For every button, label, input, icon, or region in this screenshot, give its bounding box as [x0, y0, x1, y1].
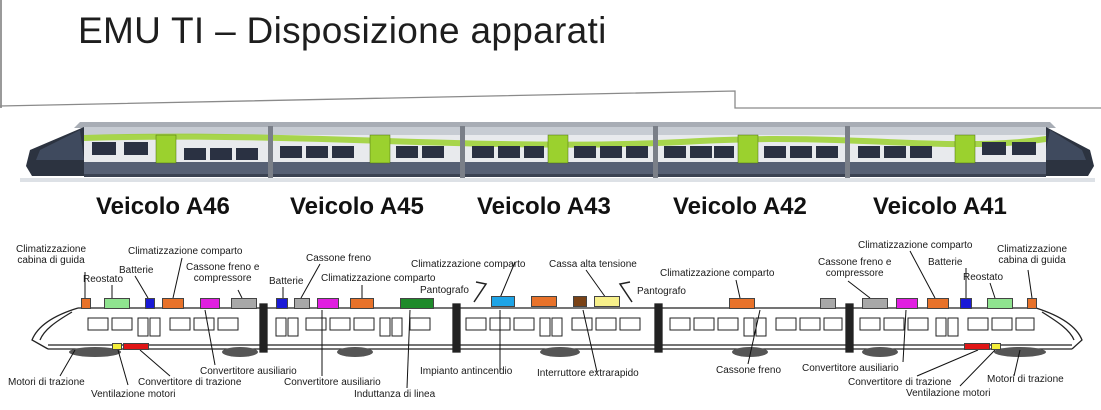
- equip-impianto-antincendio: [491, 296, 515, 307]
- vehicle-label-a41: Veicolo A41: [873, 193, 1007, 220]
- label-cassa-alta-tensione: Cassa alta tensione: [549, 259, 637, 270]
- label-cassone-freno-comp-right: Cassone freno e compressore: [818, 257, 892, 279]
- label-clim-cabina-right: Climatizzazione cabina di guida: [997, 244, 1068, 266]
- equip-cassone-freno-3: [820, 298, 836, 309]
- leader-lines: [59, 250, 1033, 389]
- label-batterie-left: Batterie: [119, 265, 154, 276]
- slide-left-edge: [0, 0, 2, 108]
- vehicle-label-a45: Veicolo A45: [290, 193, 424, 220]
- equip-clim-comparto-3: [531, 296, 557, 307]
- label-ventilazione-motori-left: Ventilazione motori: [91, 389, 176, 400]
- label-convertitore-trazione-right: Convertitore di trazione: [848, 377, 952, 388]
- equip-clim-comparto-1: [162, 298, 184, 309]
- label-convertitore-ausiliario-1: Convertitore ausiliario: [200, 366, 297, 377]
- equip-batterie-left: [145, 298, 155, 309]
- label-ventilazione-motori-right: Ventilazione motori: [906, 388, 991, 399]
- equip-clim-comparto-5: [927, 298, 949, 309]
- label-clim-comparto-3: Climatizzazione comparto: [411, 259, 526, 270]
- label-induttanza-linea: Induttanza di linea: [354, 389, 436, 400]
- slide-title: EMU TI – Disposizione apparati: [78, 10, 607, 51]
- label-convertitore-trazione-left: Convertitore di trazione: [138, 377, 242, 388]
- equip-reostato-right: [987, 298, 1013, 309]
- equip-conv-ausiliario-r: [896, 298, 918, 309]
- equip-conv-trazione-right: [964, 343, 990, 350]
- equip-batterie-right: [960, 298, 972, 309]
- label-motori-trazione-left: Motori di trazione: [8, 377, 85, 388]
- equip-induttanza-linea: [400, 298, 434, 309]
- equip-conv-ausiliario-2: [317, 298, 339, 309]
- equip-cassa-alta-tensione: [594, 296, 620, 307]
- label-reostato-right: Reostato: [963, 272, 1004, 283]
- equip-clim-comparto-4: [729, 298, 755, 309]
- label-impianto-antincendio: Impianto antincendio: [420, 366, 513, 377]
- equip-cassone-freno-comp-left: [231, 298, 257, 309]
- vehicle-label-a46: Veicolo A46: [96, 193, 230, 220]
- equip-interruttore-extrarapido: [573, 296, 587, 307]
- label-motori-trazione-right: Motori di trazione: [987, 374, 1064, 385]
- vehicle-label-a43: Veicolo A43: [477, 193, 611, 220]
- label-clim-comparto-5: Climatizzazione comparto: [858, 240, 973, 251]
- label-batterie-right: Batterie: [928, 257, 963, 268]
- label-clim-comparto-1: Climatizzazione comparto: [128, 246, 243, 257]
- equip-clim-cabina-right: [1027, 298, 1037, 309]
- equip-clim-comparto-2: [350, 298, 374, 309]
- equip-ventilazione-left: [112, 343, 122, 350]
- equip-cassone-freno-2: [294, 298, 310, 309]
- label-clim-cabina-left: Climatizzazione cabina di guida: [16, 244, 87, 266]
- label-convertitore-ausiliario-2: Convertitore ausiliario: [284, 377, 381, 388]
- label-clim-comparto-4: Climatizzazione comparto: [660, 268, 775, 279]
- label-clim-comparto-2: Climatizzazione comparto: [321, 273, 436, 284]
- equip-ventilazione-right: [991, 343, 1001, 350]
- vehicle-label-a42: Veicolo A42: [673, 193, 807, 220]
- train-exterior-view: [20, 122, 1095, 182]
- header-rule: [0, 90, 1101, 109]
- equip-batterie-2: [276, 298, 288, 309]
- equip-clim-cabina-left: [81, 298, 91, 309]
- equip-cassone-freno-comp-right: [862, 298, 888, 309]
- label-pantografo-right: Pantografo: [637, 286, 686, 297]
- equip-conv-trazione-left: [123, 343, 149, 350]
- label-convertitore-ausiliario-r: Convertitore ausiliario: [802, 363, 899, 374]
- label-cassone-freno-comp-left: Cassone freno e compressore: [186, 262, 260, 284]
- schematic-windows: [87, 317, 1035, 337]
- label-cassone-freno-2: Cassone freno: [306, 253, 372, 264]
- equip-reostato-left: [104, 298, 130, 309]
- label-batterie-2: Batterie: [269, 276, 304, 287]
- label-pantografo-left: Pantografo: [420, 285, 469, 296]
- label-interruttore-extrarapido: Interruttore extrarapido: [537, 368, 639, 379]
- label-cassone-freno-3: Cassone freno: [716, 365, 782, 376]
- equip-conv-ausiliario-1: [200, 298, 220, 309]
- label-reostato-left: Reostato: [83, 274, 124, 285]
